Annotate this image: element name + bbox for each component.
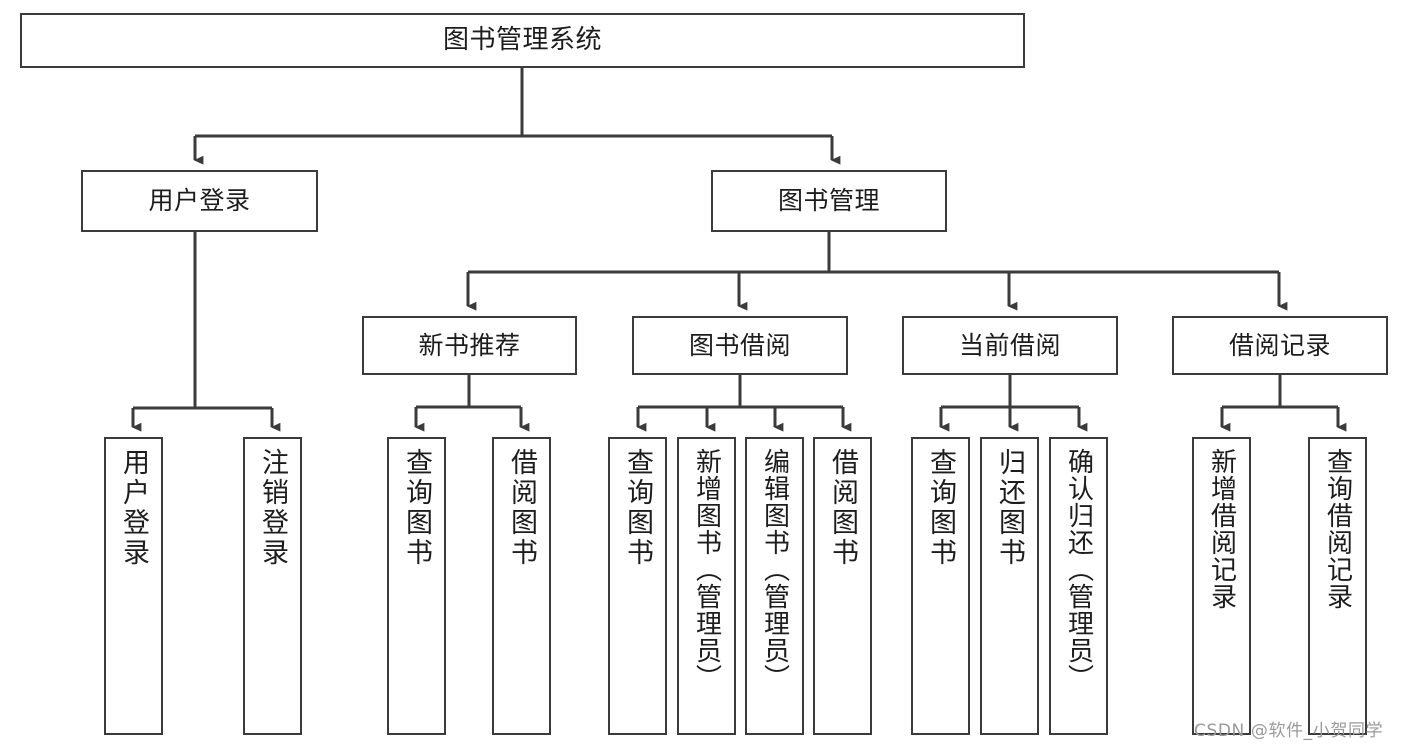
node-label: 当前借阅 <box>958 330 1061 360</box>
node-leaf-confirm-return-admin[interactable]: 确认归还（管理员） <box>1049 437 1108 735</box>
node-leaf-return-books[interactable]: 归还图书 <box>980 437 1039 735</box>
node-book-management[interactable]: 图书管理 <box>711 170 947 232</box>
node-current-borrowing[interactable]: 当前借阅 <box>902 316 1118 375</box>
node-label: 注销登录 <box>257 448 288 568</box>
node-borrowing-records[interactable]: 借阅记录 <box>1172 316 1388 375</box>
node-label: 查询图书 <box>622 448 653 568</box>
node-leaf-query-borrow-record[interactable]: 查询借阅记录 <box>1308 437 1367 735</box>
node-label: 新增图书（管理员） <box>691 448 722 691</box>
node-label: 新书推荐 <box>418 330 521 360</box>
node-leaf-user-login[interactable]: 用户登录 <box>104 437 163 735</box>
node-label: 借阅图书 <box>827 448 858 568</box>
node-label: 图书管理 <box>777 186 880 215</box>
node-label: 借阅记录 <box>1228 330 1331 360</box>
node-label: 编辑图书（管理员） <box>759 448 790 691</box>
node-label: 查询图书 <box>925 448 956 568</box>
node-leaf-query-books-borrow[interactable]: 查询图书 <box>608 437 667 735</box>
node-label: 借阅图书 <box>506 448 537 568</box>
node-leaf-borrow-books-new[interactable]: 借阅图书 <box>492 437 551 735</box>
node-label: 查询图书 <box>401 448 432 568</box>
node-leaf-add-borrow-record[interactable]: 新增借阅记录 <box>1192 437 1251 735</box>
node-label: 用户登录 <box>148 186 251 215</box>
node-label: 确认归还（管理员） <box>1063 448 1094 691</box>
node-label: 新增借阅记录 <box>1206 448 1237 610</box>
node-leaf-query-books-new[interactable]: 查询图书 <box>387 437 446 735</box>
node-label: 图书管理系统 <box>442 24 602 55</box>
node-leaf-add-book-admin[interactable]: 新增图书（管理员） <box>677 437 736 735</box>
watermark-text: CSDN @软件_小贺同学 <box>1194 721 1384 741</box>
node-book-borrowing[interactable]: 图书借阅 <box>632 316 848 375</box>
node-root-book-management-system[interactable]: 图书管理系统 <box>20 13 1025 68</box>
node-leaf-edit-book-admin[interactable]: 编辑图书（管理员） <box>745 437 804 735</box>
node-new-book-recommendation[interactable]: 新书推荐 <box>362 316 577 375</box>
node-label: 图书借阅 <box>688 330 791 360</box>
csdn-watermark: CSDN @软件_小贺同学 <box>1194 716 1383 741</box>
node-leaf-borrow-books[interactable]: 借阅图书 <box>813 437 872 735</box>
node-leaf-logout[interactable]: 注销登录 <box>243 437 302 735</box>
node-user-login[interactable]: 用户登录 <box>81 170 318 232</box>
node-label: 归还图书 <box>994 448 1025 568</box>
node-label: 用户登录 <box>118 448 149 568</box>
node-label: 查询借阅记录 <box>1322 448 1353 610</box>
node-leaf-query-books-current[interactable]: 查询图书 <box>911 437 970 735</box>
